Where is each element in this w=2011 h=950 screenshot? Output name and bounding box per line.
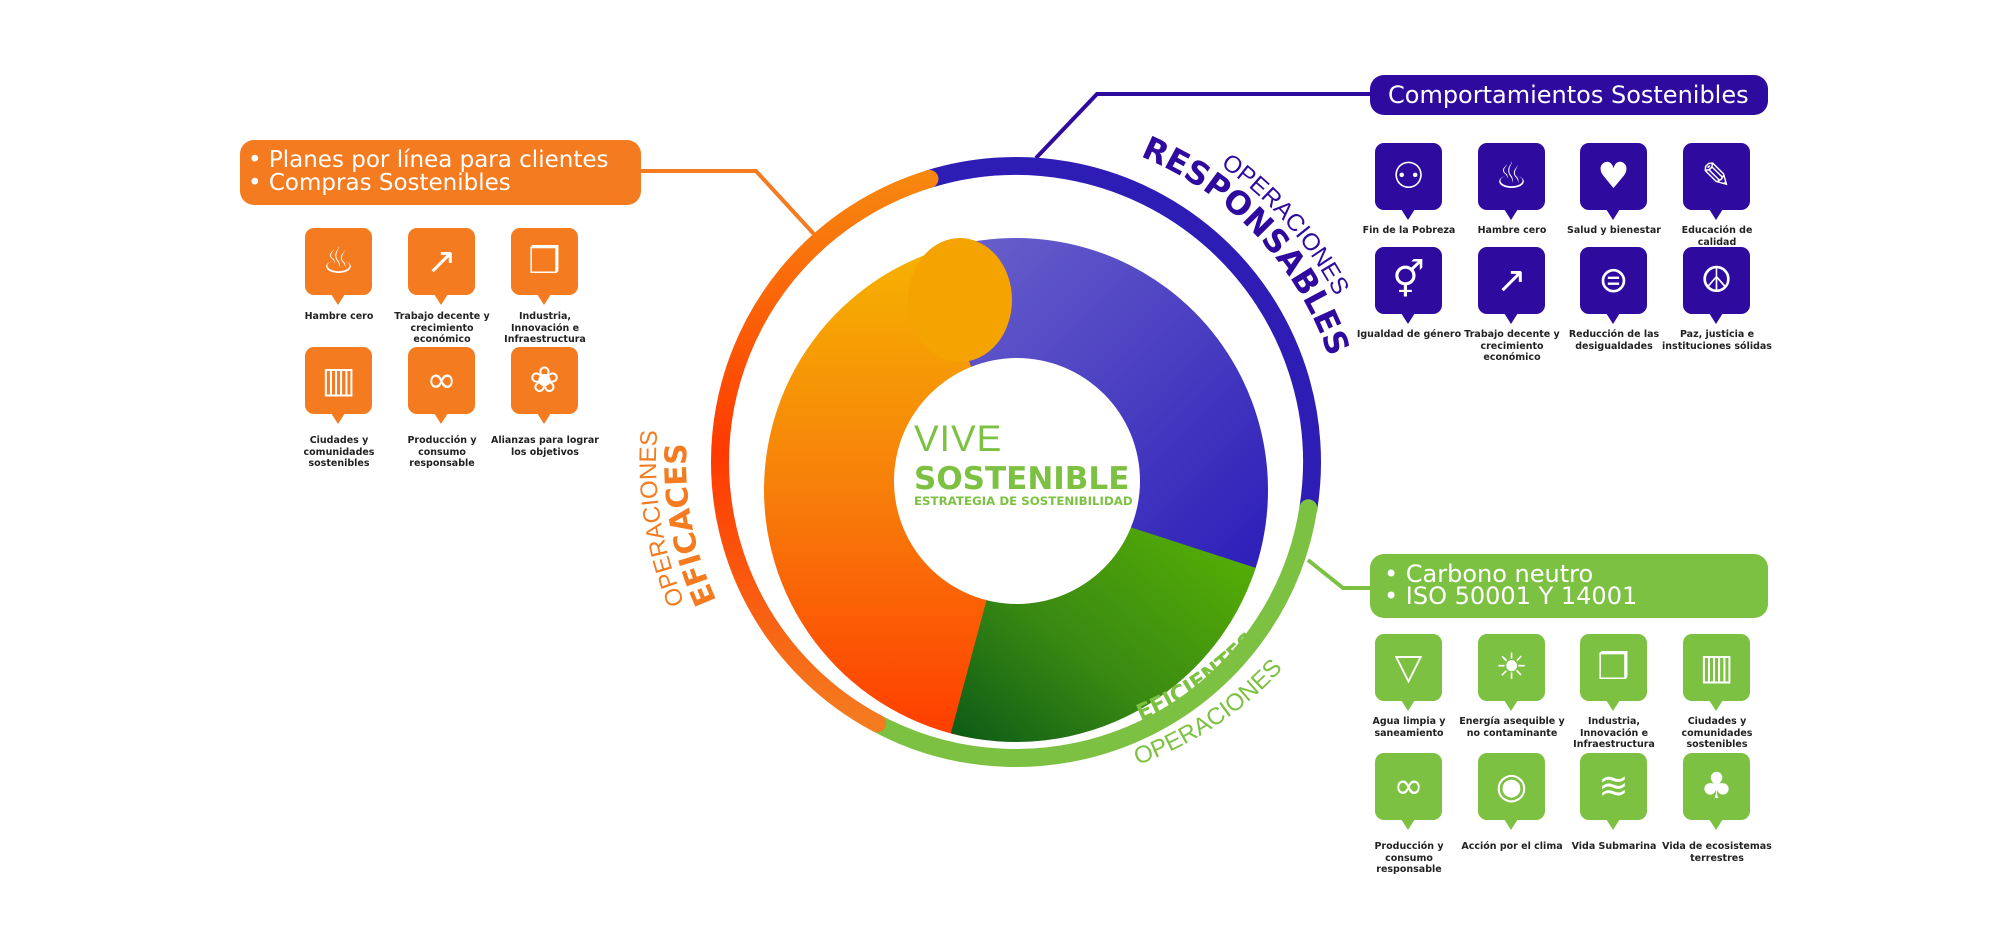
green-icon-label: Acción por el clima: [1461, 841, 1563, 852]
orange-callout-line: • Planes por línea para clientes: [248, 147, 609, 173]
bowl-icon: ♨: [305, 228, 372, 305]
orange-icon-label: Trabajo decente y crecimiento económico: [394, 311, 490, 345]
green-icon-label: Energía asequible y no contaminante: [1459, 716, 1565, 739]
purple-icon-label: Salud y bienestar: [1567, 225, 1661, 236]
purple-icon-label: Educación de calidad: [1681, 225, 1753, 248]
infinity-icon: ∞: [1375, 753, 1442, 830]
green-icon-label: Vida Submarina: [1571, 841, 1657, 852]
ring-arc-eficientes: [868, 499, 1318, 767]
green-icon-label: Producción y consumo responsable: [1374, 841, 1444, 875]
purple-connector-line: [1034, 92, 1370, 160]
orange-callout-line: • Compras Sostenibles: [248, 170, 511, 196]
family-icon: ⚇: [1375, 143, 1442, 220]
sun-power-icon: ☀: [1478, 634, 1545, 711]
purple-icon-label: Igualdad de género: [1356, 329, 1462, 340]
growth-chart-icon: ↗: [408, 228, 475, 305]
green-icon-label: Industria, Innovación e Infraestructura: [1573, 716, 1655, 750]
green-icon-label: Agua limpia y saneamiento: [1372, 716, 1446, 739]
heartbeat-icon: ♥: [1580, 143, 1647, 220]
gender-icon: ⚥: [1375, 247, 1442, 324]
swirl-graphic: [763, 238, 1268, 742]
purple-icon-label: Reducción de las desigualdades: [1568, 329, 1660, 352]
fish-icon: ≋: [1580, 753, 1647, 830]
equality-icon: ⊜: [1580, 247, 1647, 324]
city-icon: ▥: [1683, 634, 1750, 711]
green-callout-line: • Carbono neutro: [1384, 560, 1594, 588]
swirl-orange: [763, 240, 1016, 739]
eye-globe-icon: ◉: [1478, 753, 1545, 830]
orange-icon-label: Industria, Innovación e Infraestructura: [504, 311, 586, 345]
dove-gavel-icon: ☮: [1683, 247, 1750, 324]
purple-icon-label: Trabajo decente y crecimiento económico: [1464, 329, 1560, 363]
cubes-icon: ❒: [1580, 634, 1647, 711]
city-icon: ▥: [305, 347, 372, 424]
orange-icon-label: Ciudades y comunidades sostenibles: [303, 435, 375, 469]
infinity-icon: ∞: [408, 347, 475, 424]
green-callout-box: • Carbono neutro • ISO 50001 Y 14001: [1370, 554, 1768, 618]
center-title-vive: VIVE: [914, 418, 1003, 459]
purple-icon-label: Fin de la Pobreza: [1362, 225, 1456, 236]
orange-icon-label: Alianzas para lograr los objetivos: [491, 435, 599, 458]
orange-icon-label: Hambre cero: [304, 311, 374, 322]
purple-callout-title: Comportamientos Sostenibles: [1388, 81, 1749, 109]
ring-arc-responsables: [920, 157, 1321, 518]
green-connector-line: [1306, 558, 1370, 590]
orange-callout-box: • Planes por línea para clientes • Compr…: [240, 140, 641, 205]
purple-icon-label: Hambre cero: [1477, 225, 1547, 236]
orange-connector-line: [641, 169, 826, 247]
orange-icon-label: Producción y consumo responsable: [407, 435, 477, 469]
purple-callout-box: Comportamientos Sostenibles: [1370, 75, 1768, 115]
book-icon: ✎: [1683, 143, 1750, 220]
swirl-orange-head: [908, 238, 1012, 362]
green-icon-label: Vida de ecosistemas terrestres: [1662, 841, 1772, 864]
rings-icon: ❀: [511, 347, 578, 424]
ring-arc-eficaces: [711, 169, 939, 733]
green-icon-label: Ciudades y comunidades sostenibles: [1681, 716, 1753, 750]
center-title-sostenible: SOSTENIBLE: [914, 461, 1130, 497]
center-subtitle: ESTRATEGIA DE SOSTENIBILIDAD: [914, 494, 1133, 508]
water-glass-icon: ▽: [1375, 634, 1442, 711]
green-callout-line: • ISO 50001 Y 14001: [1384, 582, 1638, 610]
tree-icon: ♣: [1683, 753, 1750, 830]
cubes-icon: ❒: [511, 228, 578, 305]
center-white-disc: [894, 358, 1140, 604]
purple-icon-label: Paz, justicia e instituciones sólidas: [1662, 329, 1772, 352]
bowl-icon: ♨: [1478, 143, 1545, 220]
growth-chart-icon: ↗: [1478, 247, 1545, 324]
